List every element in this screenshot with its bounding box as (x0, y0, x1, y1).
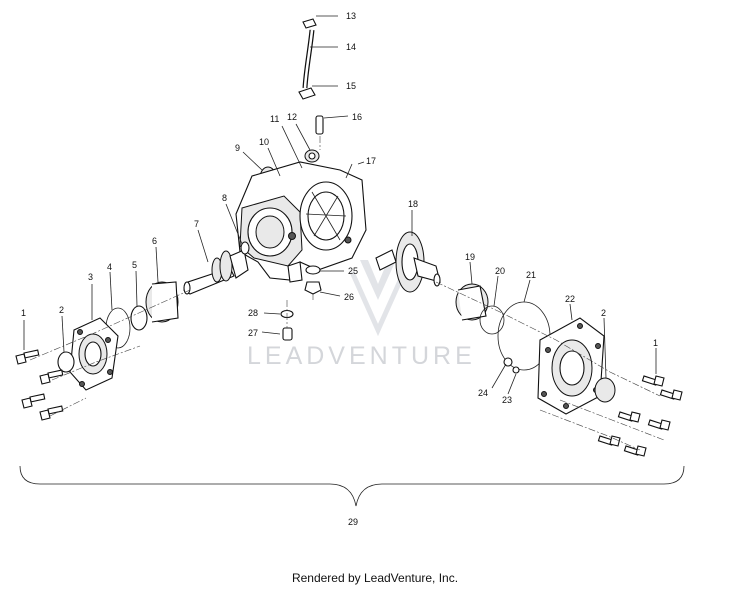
callout-14: 14 (346, 42, 356, 52)
part-washer-right[interactable] (594, 377, 616, 403)
callout-1-right: 1 (653, 338, 658, 348)
callout-21: 21 (526, 270, 536, 280)
callout-8: 8 (222, 193, 227, 203)
centerlines (29, 136, 665, 451)
callout-23: 23 (502, 395, 512, 405)
callout-labels: 1 1 2 2 3 4 5 6 7 8 9 10 11 12 13 14 15 … (21, 11, 658, 527)
callout-2-left: 2 (59, 305, 64, 315)
callout-26: 26 (344, 292, 354, 302)
callout-4: 4 (107, 262, 112, 272)
part-bearing-right[interactable] (455, 283, 489, 321)
assembly-bracket (19, 465, 685, 507)
part-hose-assembly[interactable] (298, 18, 317, 100)
callout-11: 11 (270, 114, 279, 124)
watermark-text: LEADVENTURE (247, 342, 476, 370)
part-shim-washer[interactable] (240, 241, 250, 255)
part-drain-plug[interactable] (304, 265, 322, 295)
callout-16: 16 (352, 112, 362, 122)
part-gearcase-housing[interactable] (235, 161, 367, 283)
callout-25: 25 (348, 266, 358, 276)
callout-17: 17 (366, 156, 376, 166)
render-credit: Rendered by LeadVenture, Inc. (291, 571, 459, 585)
callout-15: 15 (346, 81, 356, 91)
callout-7: 7 (194, 219, 199, 229)
callout-13: 13 (346, 11, 356, 21)
callout-5: 5 (132, 260, 137, 270)
callout-12: 12 (287, 112, 297, 122)
callout-1-left: 1 (21, 308, 26, 318)
part-oring-small[interactable] (130, 305, 148, 331)
part-bolts-right[interactable] (597, 375, 683, 457)
callout-28: 28 (248, 308, 258, 318)
part-pinion-shaft[interactable] (183, 249, 249, 295)
callout-29: 29 (348, 517, 358, 527)
watermark-logo (349, 260, 407, 337)
callout-2-right: 2 (601, 308, 606, 318)
part-cover-right[interactable] (537, 317, 605, 415)
callout-20: 20 (495, 266, 505, 276)
part-pin[interactable] (315, 115, 324, 135)
callout-19: 19 (465, 252, 475, 262)
part-cover-left[interactable] (69, 317, 119, 391)
callout-6: 6 (152, 236, 157, 246)
part-ring-gear-output[interactable] (375, 231, 441, 293)
callout-3: 3 (88, 272, 93, 282)
part-bolts-left[interactable] (15, 349, 64, 421)
part-oring-right-small[interactable] (479, 305, 505, 335)
part-bearing-left[interactable] (145, 281, 179, 323)
callout-9: 9 (235, 143, 240, 153)
callout-18: 18 (408, 199, 418, 209)
leader-lines (23, 15, 657, 395)
callout-27: 27 (248, 328, 258, 338)
callout-10: 10 (259, 137, 269, 147)
callout-24: 24 (478, 388, 488, 398)
part-washer-left[interactable] (57, 351, 75, 373)
callout-22: 22 (565, 294, 575, 304)
